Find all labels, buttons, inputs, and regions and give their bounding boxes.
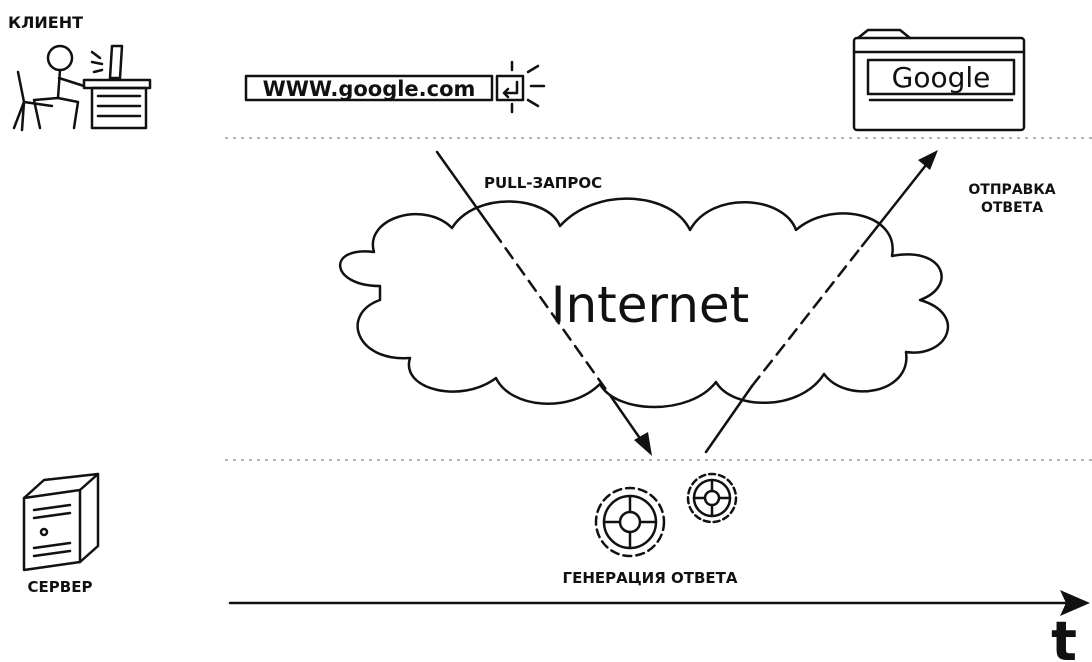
client-label: КЛИЕНТ bbox=[8, 13, 83, 32]
time-axis bbox=[228, 590, 1090, 616]
browser-google-logo: Google bbox=[892, 61, 991, 94]
gears-icon bbox=[594, 472, 738, 558]
response-arrow bbox=[704, 150, 938, 454]
time-axis-label: t bbox=[1051, 610, 1077, 662]
send-response-label-line2: ОТВЕТА bbox=[981, 200, 1043, 216]
browser-window-icon: Google bbox=[852, 28, 1026, 132]
cloud-icon: Internet bbox=[339, 197, 950, 409]
pull-request-arrow bbox=[435, 150, 652, 456]
url-bar: WWW.google.com bbox=[244, 74, 494, 102]
generate-response-label: ГЕНЕРАЦИЯ ОТВЕТА bbox=[563, 569, 738, 587]
pull-request-label: PULL-ЗАПРОС bbox=[484, 174, 602, 192]
server-tower-icon bbox=[22, 472, 100, 572]
send-response-label-line1: ОТПРАВКА bbox=[968, 182, 1055, 198]
url-text: WWW.google.com bbox=[263, 77, 476, 101]
enter-key-icon bbox=[495, 60, 546, 114]
internet-label: Internet bbox=[551, 276, 750, 334]
person-at-computer-icon bbox=[12, 44, 152, 132]
server-label: СЕРВЕР bbox=[28, 578, 93, 596]
